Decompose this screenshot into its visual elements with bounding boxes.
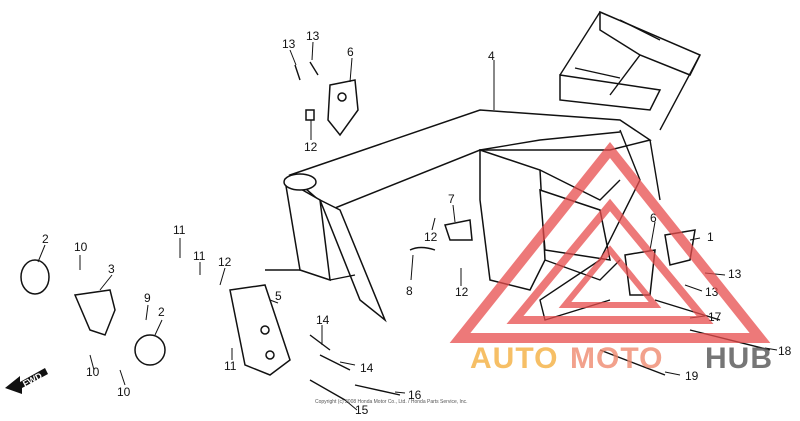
bracket-3 <box>73 289 116 336</box>
part-number-label: 12 <box>304 140 318 154</box>
part-number-label: 13 <box>282 37 296 51</box>
watermark-triangle-outer <box>449 141 771 343</box>
part-number-label: 6 <box>650 211 657 225</box>
part-number-label: 2 <box>158 305 165 319</box>
bracket-6-upper <box>327 79 359 137</box>
watermark-triangle-inner <box>506 198 714 324</box>
part-number-label: 11 <box>224 359 237 373</box>
part-number-label: 4 <box>488 49 495 63</box>
part-number-label: 14 <box>360 361 374 375</box>
fwd-arrow <box>5 368 48 394</box>
bolt-19 <box>599 349 666 376</box>
part-number-label: 10 <box>74 240 88 254</box>
clip-7 <box>444 219 473 241</box>
copyright-text: Copyright (c) 2008 Honda Motor Co., Ltd.… <box>315 399 468 405</box>
nut-12-upper <box>305 109 315 121</box>
part-number-label: 18 <box>778 344 792 358</box>
part-number-label: 11 <box>193 249 206 263</box>
part-number-label: 14 <box>316 313 330 327</box>
part-number-label: 15 <box>355 403 369 417</box>
bracket-5 <box>229 284 291 376</box>
watermark-text-moto: MOTO <box>570 342 663 375</box>
part-number-label: 19 <box>685 369 699 383</box>
part-number-label: 12 <box>424 230 438 244</box>
watermark <box>449 141 771 343</box>
part-number-label: 12 <box>218 255 232 269</box>
part-number-label: 1 <box>707 230 714 244</box>
part-number-label: 13 <box>728 267 742 281</box>
bolts-15-16 <box>309 379 401 401</box>
part-number-label: 9 <box>144 291 151 305</box>
part-number-label: 13 <box>306 29 320 43</box>
part-number-label: 6 <box>347 45 354 59</box>
bolt-17 <box>654 299 721 321</box>
part-number-label: 10 <box>117 385 131 399</box>
bracket-1 <box>664 229 696 266</box>
part-number-label: 5 <box>275 289 282 303</box>
strip-8 <box>409 246 436 251</box>
part-number-label: 11 <box>173 223 186 237</box>
part-number-label: 2 <box>42 232 49 246</box>
leader-lines <box>37 41 778 411</box>
watermark-text-hub: HUB <box>705 342 773 375</box>
watermark-text-auto: AUTO <box>470 342 558 375</box>
bolts-14 <box>309 334 351 371</box>
cap-2-left <box>20 259 50 295</box>
part-number-label: 10 <box>86 365 100 379</box>
round-2 <box>134 334 166 366</box>
part-number-label: 3 <box>108 262 115 276</box>
part-number-label: 7 <box>448 192 455 206</box>
part-number-label: 12 <box>455 285 469 299</box>
part-number-label: 8 <box>406 284 413 298</box>
part-number-label: 17 <box>708 310 722 324</box>
bolt-13-upper <box>294 61 319 81</box>
part-number-label: 16 <box>408 388 422 402</box>
